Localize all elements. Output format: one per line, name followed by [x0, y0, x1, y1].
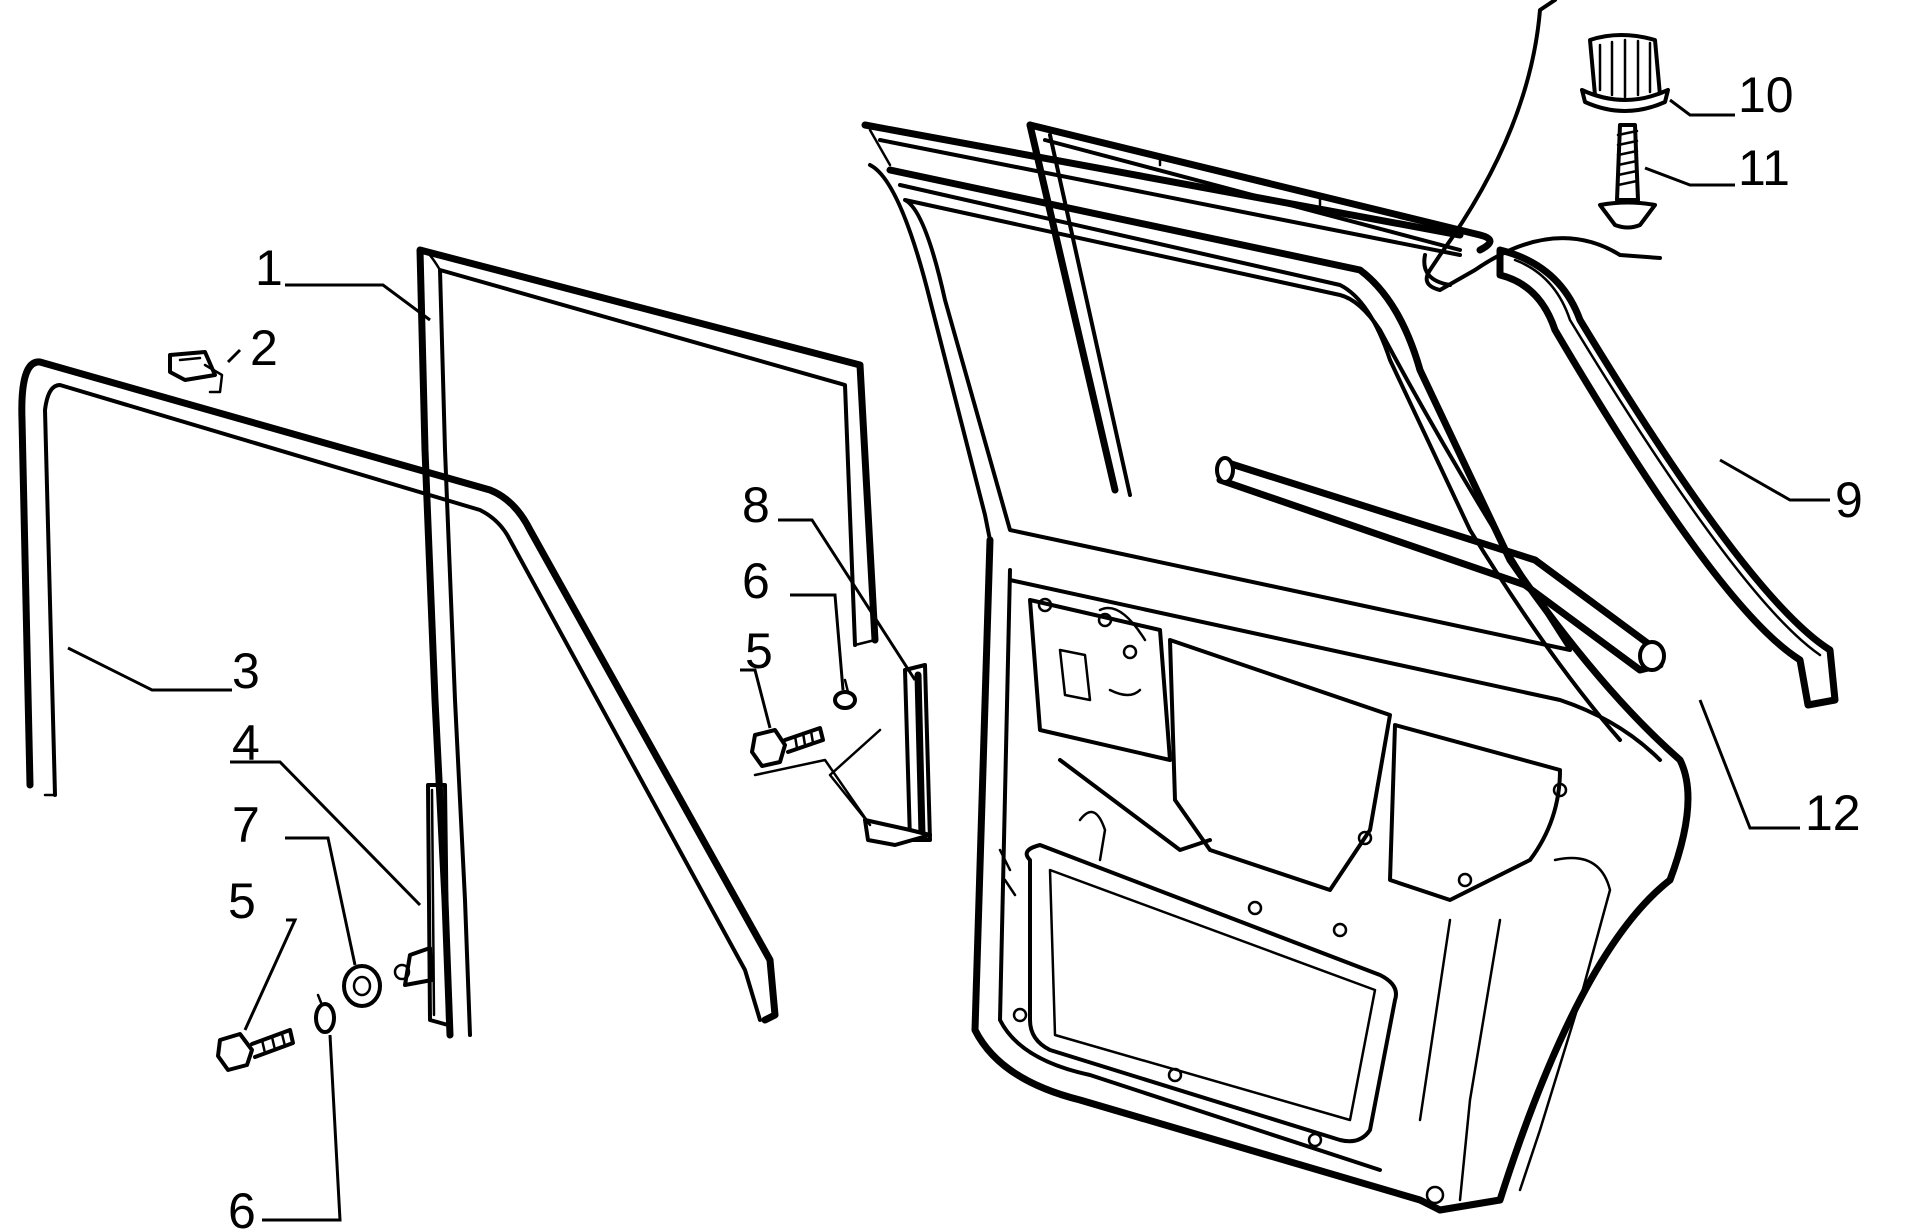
part-7-spacer [342, 964, 382, 1008]
callout-labels: 1 2 3 4 5 5 6 6 7 8 9 10 11 12 [228, 67, 1863, 1229]
part-10-cap [1580, 33, 1670, 113]
door-shell [861, 121, 1692, 1214]
callout-5-upper: 5 [745, 623, 773, 679]
part-1-glass-run-channel [416, 246, 879, 1039]
part-4-division-channel [393, 783, 450, 1027]
assembly-bracket-lines [753, 728, 882, 827]
part-6-washer-upper [833, 678, 857, 710]
callout-6-lower: 6 [228, 1183, 256, 1229]
part-8-rear-channel [863, 663, 932, 847]
callout-5-lower: 5 [228, 873, 256, 929]
part-9-rear-trim [1496, 246, 1839, 709]
callout-12: 12 [1805, 785, 1861, 841]
callout-1: 1 [255, 240, 283, 296]
inset-trim-curve [1422, 0, 1662, 292]
callout-10: 10 [1738, 67, 1794, 123]
callout-8: 8 [742, 477, 770, 533]
part-2-clip [168, 350, 224, 394]
part-3-window-seal [18, 358, 779, 1024]
part-11-screw [1598, 123, 1657, 230]
callout-6-upper: 6 [742, 553, 770, 609]
callout-9: 9 [1835, 472, 1863, 528]
callout-7: 7 [232, 797, 260, 853]
callout-4: 4 [232, 715, 260, 771]
callout-3: 3 [232, 643, 260, 699]
callout-2: 2 [250, 320, 278, 376]
callout-11: 11 [1738, 140, 1790, 196]
part-5-bolt-lower [216, 1028, 295, 1072]
part-5-bolt-upper [750, 726, 825, 768]
part-inner-vertical-channel [1026, 121, 1494, 497]
leader-lines [67, 98, 1830, 1222]
part-6-washer-lower [314, 993, 336, 1034]
part-12-belt-molding [1215, 456, 1666, 674]
